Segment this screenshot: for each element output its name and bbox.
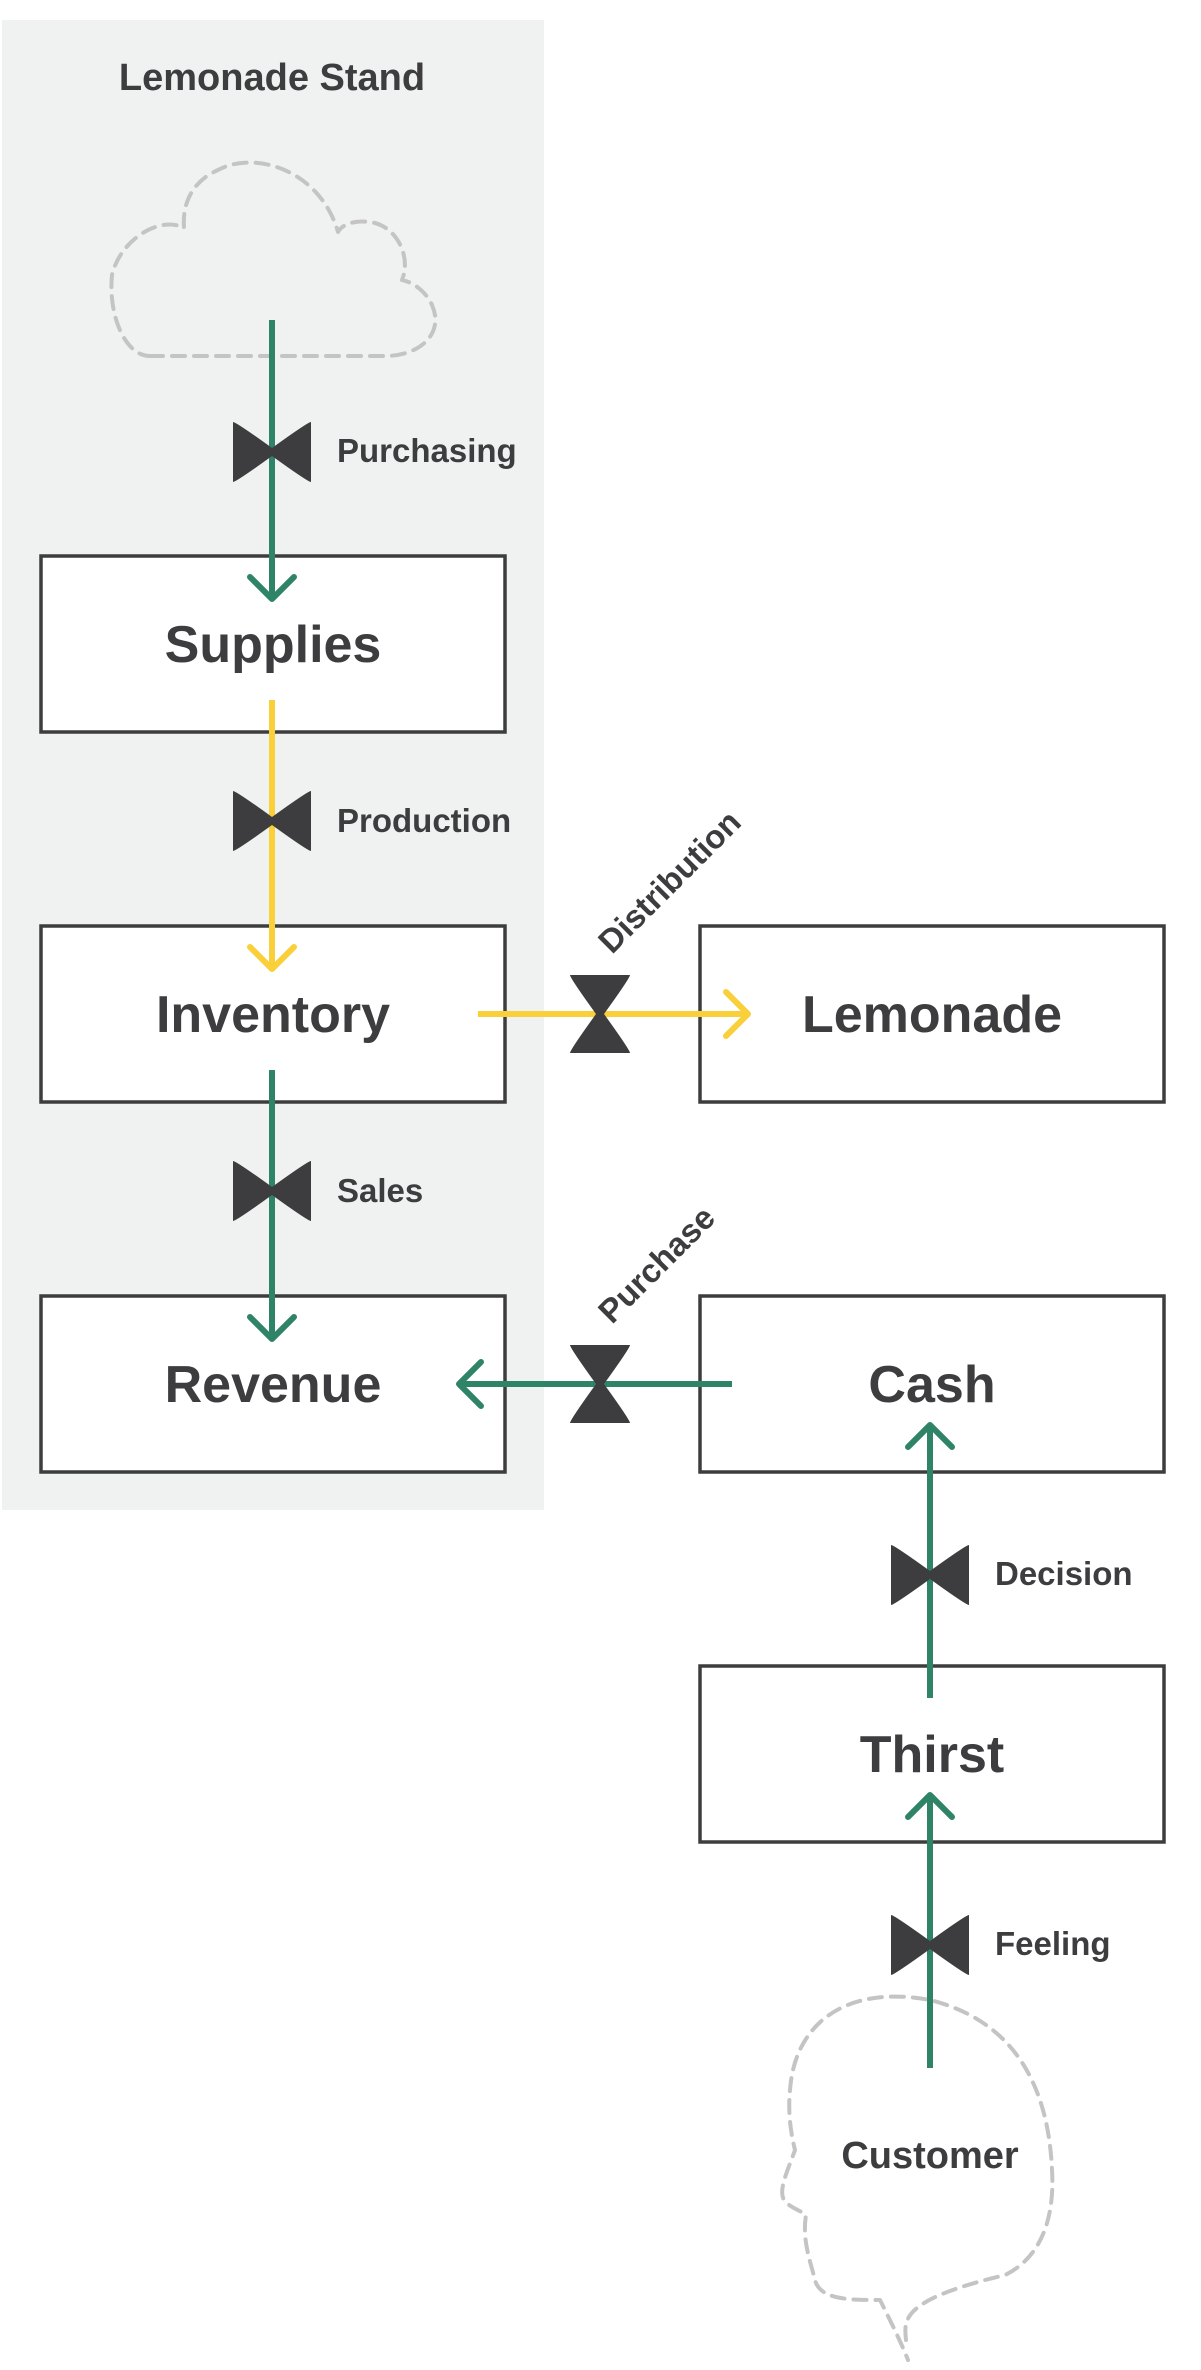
arrow-down-icon [247, 944, 297, 972]
flow-production-label: Production [337, 802, 511, 839]
flow-purchasing-label: Purchasing [337, 432, 517, 469]
cloud-source-icon [109, 160, 438, 358]
flow-feeling-label: Feeling [995, 1925, 1111, 1962]
group-title: Lemonade Stand [119, 57, 425, 99]
stock-lemonade-label: Lemonade [802, 986, 1062, 1044]
valve-icon [233, 791, 311, 851]
customer-label: Customer [841, 2135, 1019, 2177]
valve-icon [570, 975, 630, 1053]
arrow-up-icon [905, 1792, 955, 1820]
flow-sales-label: Sales [337, 1172, 423, 1209]
valve-icon [233, 1161, 311, 1221]
customer-head-icon [780, 1994, 1055, 2362]
flow-production[interactable]: Production [233, 700, 511, 972]
stock-lemonade[interactable]: Lemonade [698, 924, 1166, 1104]
valve-icon [891, 1915, 969, 1975]
stock-revenue-label: Revenue [165, 1356, 382, 1414]
flow-sales[interactable]: Sales [233, 1070, 423, 1342]
flow-feeling[interactable]: Feeling [891, 1792, 1111, 2068]
valve-icon [891, 1545, 969, 1605]
arrow-down-icon [247, 574, 297, 602]
flow-purchasing[interactable]: Purchasing [233, 320, 517, 602]
arrow-down-icon [247, 1314, 297, 1342]
arrow-right-icon [723, 989, 751, 1039]
flow-decision-label: Decision [995, 1555, 1133, 1592]
flow-decision[interactable]: Decision [891, 1422, 1133, 1698]
stock-thirst-label: Thirst [860, 1726, 1004, 1784]
stock-cash-label: Cash [868, 1356, 995, 1414]
valve-icon [570, 1345, 630, 1423]
arrow-up-icon [905, 1422, 955, 1450]
valve-icon [233, 422, 311, 482]
stock-revenue[interactable]: Revenue [39, 1294, 507, 1474]
arrow-left-icon [456, 1359, 484, 1409]
stock-inventory-label: Inventory [156, 986, 390, 1044]
stock-supplies-label: Supplies [165, 616, 382, 674]
